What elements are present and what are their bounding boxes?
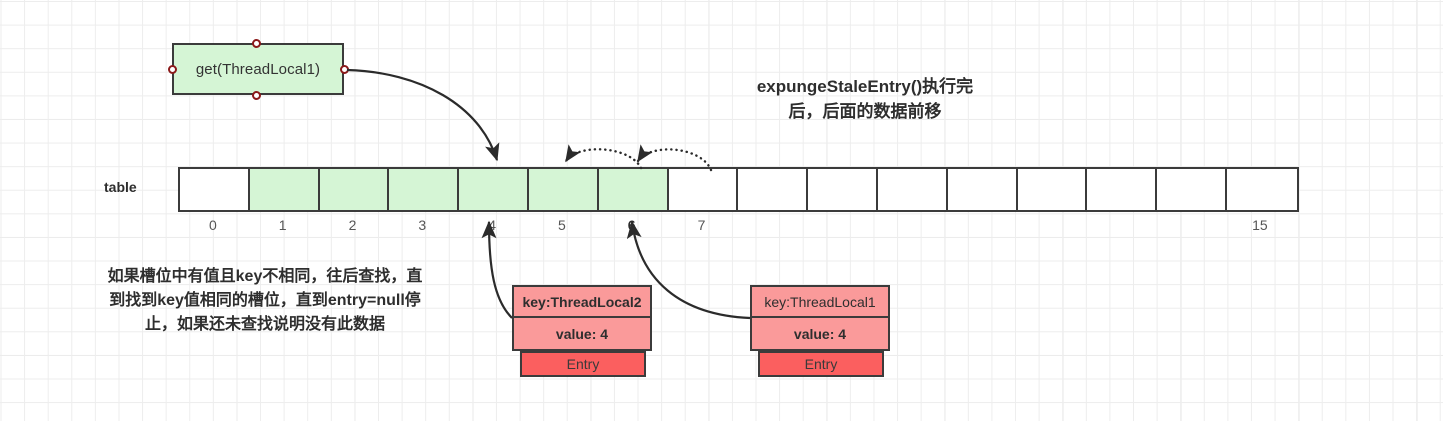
- table-index-2: 2: [348, 217, 357, 233]
- table-cell-12[interactable]: [1017, 169, 1088, 210]
- table-index-4: 4: [488, 217, 496, 233]
- side-note-line-2: 到找到key值相同的槽位，直到entry=null停: [109, 292, 421, 309]
- entry-threadlocal2-key: key:ThreadLocal2: [514, 287, 650, 318]
- table-cell-6[interactable]: [598, 169, 669, 210]
- table-cell-11[interactable]: [947, 169, 1018, 210]
- table-index-5: 5: [557, 217, 566, 233]
- headline-note: expungeStaleEntry()执行完 后，后面的数据前移: [700, 75, 1030, 124]
- table-cell-10[interactable]: [877, 169, 948, 210]
- node-port-top-icon[interactable]: [252, 38, 261, 48]
- table-index-7: 7: [697, 217, 706, 233]
- table-index-3: 3: [418, 217, 427, 233]
- entry-threadlocal2-value: value: 4: [555, 325, 609, 342]
- table-row: [178, 167, 1299, 212]
- side-note-line-3: 止，如果还未查找说明没有此数据: [144, 316, 385, 333]
- table-cell-1[interactable]: [249, 169, 320, 210]
- table-cell-14[interactable]: [1157, 169, 1227, 210]
- side-note: 如果槽位中有值且key不相同，往后查找，直 到找到key值相同的槽位，直到ent…: [45, 265, 485, 337]
- entry-threadlocal1-key: key:ThreadLocal1: [752, 287, 888, 318]
- entry-threadlocal2-footer: Entry: [520, 351, 646, 377]
- headline-note-line-1: expungeStaleEntry()执行完: [756, 77, 974, 96]
- table-index-10: [876, 217, 946, 239]
- node-port-right-icon[interactable]: [340, 65, 349, 74]
- entry-threadlocal1-footer: Entry: [758, 351, 884, 377]
- table-cell-15[interactable]: [1226, 169, 1297, 210]
- table-index-9: [806, 217, 876, 239]
- table-cell-2[interactable]: [319, 169, 390, 210]
- table-cell-8[interactable]: [738, 169, 809, 210]
- table-label: table: [104, 179, 137, 195]
- table-index-0: 0: [209, 217, 217, 233]
- table-cell-4[interactable]: [459, 169, 529, 210]
- table-index-11: [946, 217, 1016, 239]
- table-index-13: [1085, 217, 1155, 239]
- side-note-line-1: 如果槽位中有值且key不相同，往后查找，直: [107, 268, 423, 285]
- entry-threadlocal2-kv: key:ThreadLocal2 value: 4: [512, 285, 652, 351]
- table-index-14: [1155, 217, 1225, 239]
- node-port-left-icon[interactable]: [167, 65, 177, 74]
- headline-note-line-2: 后，后面的数据前移: [788, 101, 942, 121]
- table-cell-9[interactable]: [808, 169, 878, 210]
- node-port-bottom-icon[interactable]: [252, 91, 261, 100]
- table-cell-0[interactable]: [180, 169, 250, 210]
- table-index-12: [1016, 217, 1086, 239]
- entry-threadlocal2[interactable]: key:ThreadLocal2 value: 4 Entry: [512, 285, 652, 377]
- table-cell-13[interactable]: [1087, 169, 1158, 210]
- entry-threadlocal1-kv: key:ThreadLocal1 value: 4: [750, 285, 890, 351]
- table-cell-5[interactable]: [528, 169, 599, 210]
- table-index-8: [736, 217, 806, 239]
- table-cell-7[interactable]: [668, 169, 739, 210]
- table-index-1: 1: [278, 217, 287, 233]
- table-index-6: 6: [627, 217, 636, 233]
- table-index-row: 0 1 2 3 4 5 6 7 15: [178, 217, 1295, 239]
- arrow-get-to-slot4: [346, 68, 500, 162]
- node-get-label: get(ThreadLocal1): [195, 60, 321, 78]
- arrow-shift-arc-6-to-5: [564, 144, 643, 170]
- entry-threadlocal1[interactable]: key:ThreadLocal1 value: 4 Entry: [750, 285, 890, 377]
- table-cell-3[interactable]: [389, 169, 460, 210]
- table-index-15: 15: [1252, 217, 1268, 233]
- node-get-threadlocal[interactable]: get(ThreadLocal1): [172, 43, 344, 95]
- entry-threadlocal1-value: value: 4: [793, 325, 847, 342]
